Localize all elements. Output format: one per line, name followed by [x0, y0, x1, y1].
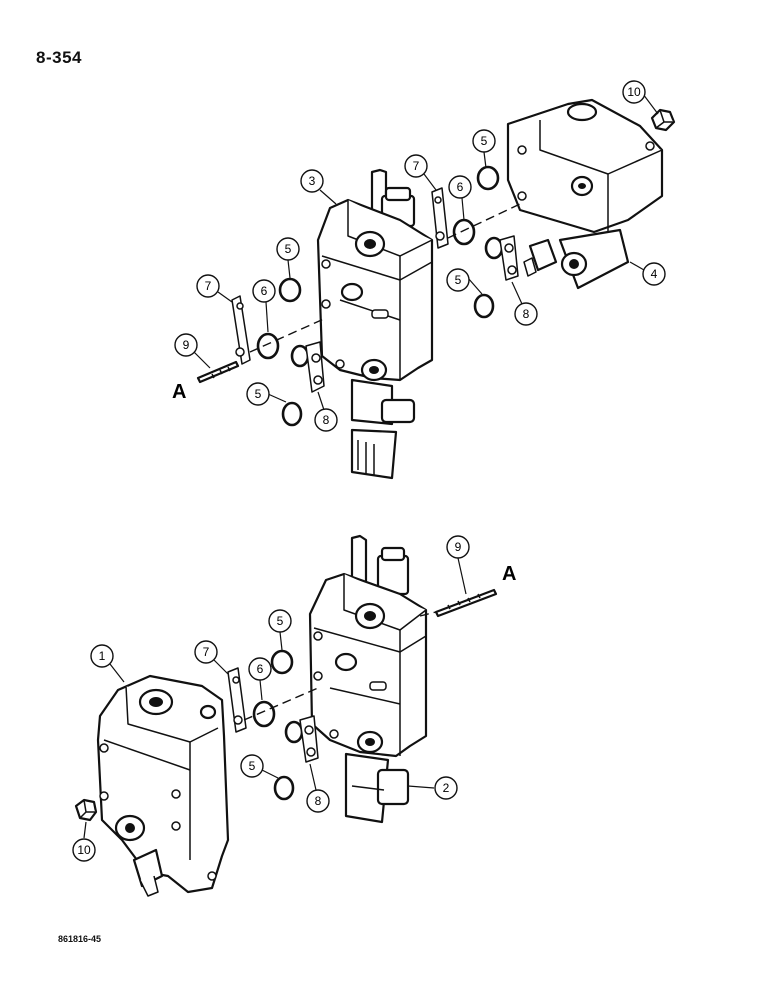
svg-text:3: 3 — [309, 174, 316, 188]
callout-8-bottom: 8 — [306, 763, 330, 813]
callout-10-bottom: 10 — [72, 821, 96, 862]
valve-section-3 — [316, 168, 434, 480]
seal-set-top-left — [196, 277, 327, 427]
reference-letter-a-top: A — [172, 381, 186, 403]
figure-code: 861816-45 — [58, 934, 102, 944]
reference-letter-a-bottom: A — [502, 563, 516, 585]
callout-7-top-left: 7 — [196, 274, 233, 303]
svg-text:6: 6 — [261, 284, 268, 298]
valve-section-2 — [308, 534, 428, 824]
callout-8-top-right: 8 — [511, 281, 538, 326]
callout-9-bottom: 9 — [446, 535, 470, 595]
svg-text:6: 6 — [457, 180, 464, 194]
svg-text:6: 6 — [257, 662, 264, 676]
svg-text:7: 7 — [205, 279, 212, 293]
end-cover-4 — [506, 98, 664, 290]
callout-10-top: 10 — [622, 80, 659, 115]
svg-text:7: 7 — [203, 645, 210, 659]
seal-set-bottom — [227, 649, 319, 801]
svg-text:5: 5 — [455, 273, 462, 287]
svg-text:10: 10 — [77, 843, 91, 857]
callout-7-bottom: 7 — [194, 640, 229, 675]
svg-text:9: 9 — [455, 540, 462, 554]
svg-text:10: 10 — [627, 85, 641, 99]
svg-text:8: 8 — [315, 794, 322, 808]
callout-6-top-right: 6 — [448, 175, 472, 221]
callout-1: 1 — [90, 644, 125, 683]
svg-text:5: 5 — [285, 242, 292, 256]
svg-text:5: 5 — [249, 759, 256, 773]
svg-text:5: 5 — [255, 387, 262, 401]
callout-5-bottom-upper: 5 — [268, 609, 292, 651]
svg-text:5: 5 — [481, 134, 488, 148]
callout-4: 4 — [629, 261, 666, 286]
callout-5-bottom-lower: 5 — [240, 754, 279, 779]
tie-rod-9-bottom — [419, 588, 498, 618]
nut-10-bottom — [74, 798, 98, 822]
svg-text:4: 4 — [651, 267, 658, 281]
callout-7-top-right: 7 — [404, 154, 437, 191]
page-number: 8-354 — [36, 48, 82, 67]
callout-2: 2 — [407, 776, 458, 800]
callout-5-top-left-upper: 5 — [276, 237, 300, 279]
inlet-cover-1 — [96, 674, 230, 897]
callout-5-top-left-lower: 5 — [246, 382, 287, 406]
svg-text:1: 1 — [99, 649, 106, 663]
svg-text:7: 7 — [413, 159, 420, 173]
callout-8-top-left: 8 — [314, 391, 338, 432]
callout-3: 3 — [300, 169, 337, 205]
callout-6-bottom: 6 — [248, 657, 272, 701]
callout-6-top-left: 6 — [252, 279, 276, 333]
seal-set-top-right — [431, 165, 521, 319]
svg-text:8: 8 — [323, 413, 330, 427]
svg-text:2: 2 — [443, 781, 450, 795]
nut-10-top — [650, 108, 676, 132]
callout-9-top: 9 — [174, 333, 211, 369]
callout-5-top-right-upper: 5 — [472, 129, 496, 169]
svg-text:8: 8 — [523, 307, 530, 321]
svg-text:5: 5 — [277, 614, 284, 628]
svg-text:9: 9 — [183, 338, 190, 352]
callout-5-top-right-lower: 5 — [446, 268, 483, 295]
